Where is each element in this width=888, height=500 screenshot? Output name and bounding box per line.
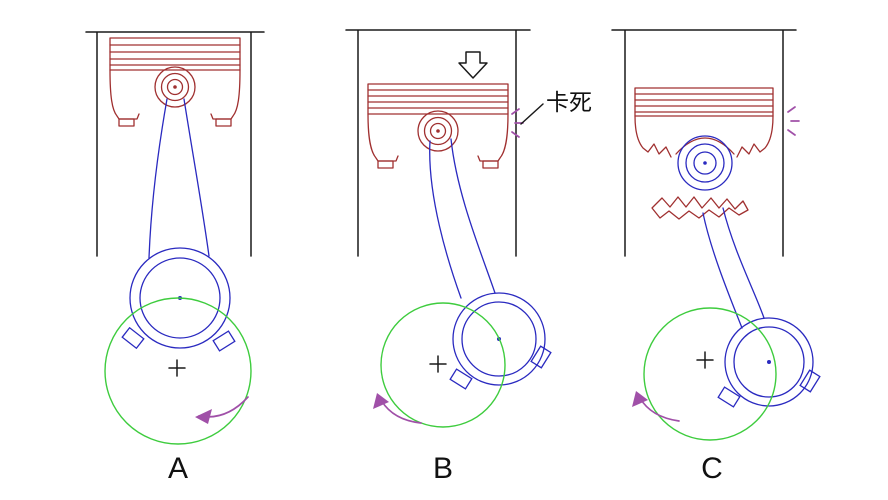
rotation-arrow-icon bbox=[632, 391, 680, 422]
cylinder bbox=[345, 29, 531, 257]
wrist-pin-bearing bbox=[677, 135, 733, 191]
seizure-marks-icon bbox=[787, 106, 800, 136]
panel-b: 卡死 B bbox=[345, 29, 592, 485]
crank-center-mark-icon bbox=[696, 351, 714, 369]
piston-broken bbox=[634, 87, 774, 158]
crank-circle bbox=[104, 297, 252, 445]
seized-annotation: 卡死 bbox=[546, 89, 592, 115]
connecting-rod bbox=[702, 207, 821, 408]
down-arrow-icon bbox=[458, 51, 488, 79]
connecting-rod bbox=[429, 138, 552, 390]
piston bbox=[367, 83, 509, 169]
panel-label: C bbox=[701, 452, 723, 485]
piston bbox=[109, 37, 241, 127]
connecting-rod bbox=[121, 98, 236, 352]
rotation-arrow-icon bbox=[373, 393, 422, 424]
crank-circle bbox=[380, 302, 506, 428]
panel-c: C bbox=[611, 29, 821, 485]
annotation-leader-line bbox=[520, 103, 544, 125]
cylinder bbox=[85, 31, 265, 257]
cylinder bbox=[611, 29, 797, 257]
panel-label: B bbox=[433, 452, 453, 485]
panel-a: A bbox=[85, 31, 265, 485]
rotation-arrow-icon bbox=[195, 396, 249, 424]
panel-label: A bbox=[168, 452, 188, 485]
broken-rod-fragment bbox=[651, 196, 749, 220]
crank-center-mark-icon bbox=[429, 355, 447, 373]
crank-center-mark-icon bbox=[168, 359, 186, 377]
crank-circle bbox=[643, 307, 777, 441]
